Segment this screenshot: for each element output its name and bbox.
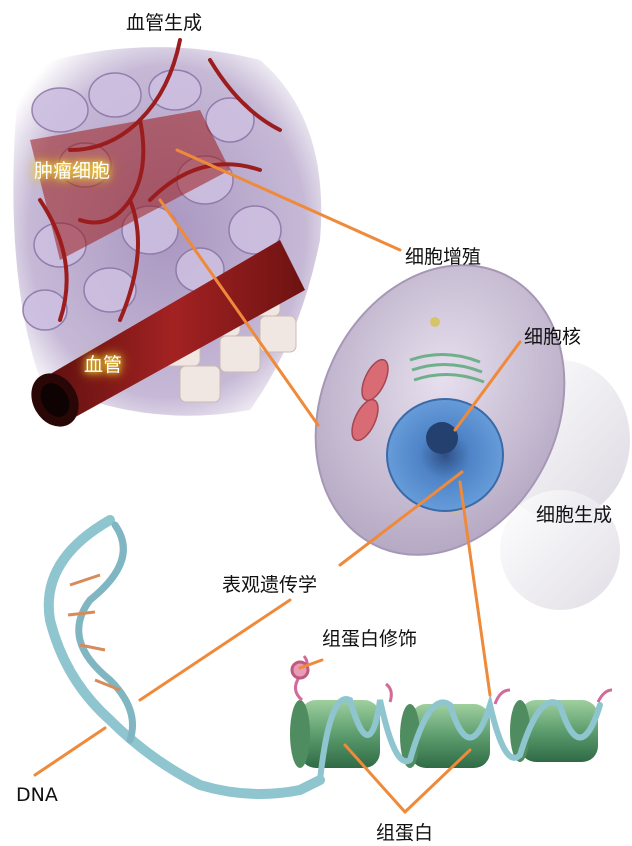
label-dna: DNA	[16, 784, 58, 806]
label-epigenetics: 表观遗传学	[222, 570, 317, 597]
leader-epigenetics-dna	[140, 600, 290, 700]
leader-dna	[35, 728, 105, 775]
label-blood-vessel: 血管	[84, 350, 122, 377]
histone-tails	[292, 656, 612, 704]
label-cell-generation: 细胞生成	[536, 500, 612, 527]
label-histone-modification: 组蛋白修饰	[322, 624, 417, 651]
label-nucleus: 细胞核	[524, 322, 581, 349]
dna-helix	[49, 520, 320, 794]
label-histone: 组蛋白	[376, 818, 433, 845]
label-angiogenesis: 血管生成	[126, 8, 202, 35]
histone-spools	[290, 656, 612, 780]
nucleus	[387, 399, 503, 511]
label-tumor-cells: 肿瘤细胞	[34, 156, 110, 183]
label-cell-proliferation: 细胞增殖	[405, 242, 481, 269]
